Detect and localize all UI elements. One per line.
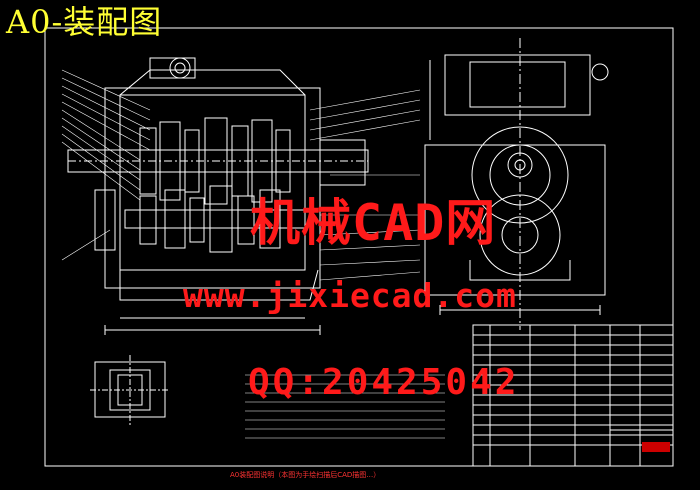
title-block-stamp — [642, 442, 670, 452]
leader-lines-right — [309, 89, 421, 281]
leader-lines-left — [61, 69, 151, 261]
footer-note: A0装配图说明（本图为手绘扫描后CAD描图…） — [230, 471, 381, 479]
detail-view — [90, 355, 170, 425]
front-section-view — [67, 57, 369, 335]
technical-notes — [245, 374, 445, 439]
drawing-title: A0-装配图 — [6, 3, 163, 41]
watermark-site: 机械CAD网 — [250, 194, 497, 252]
parts-list — [472, 324, 674, 467]
side-view — [424, 38, 609, 330]
watermark-url: www.jixiecad.com — [183, 276, 517, 315]
watermark-qq: QQ:20425042 — [248, 362, 520, 403]
